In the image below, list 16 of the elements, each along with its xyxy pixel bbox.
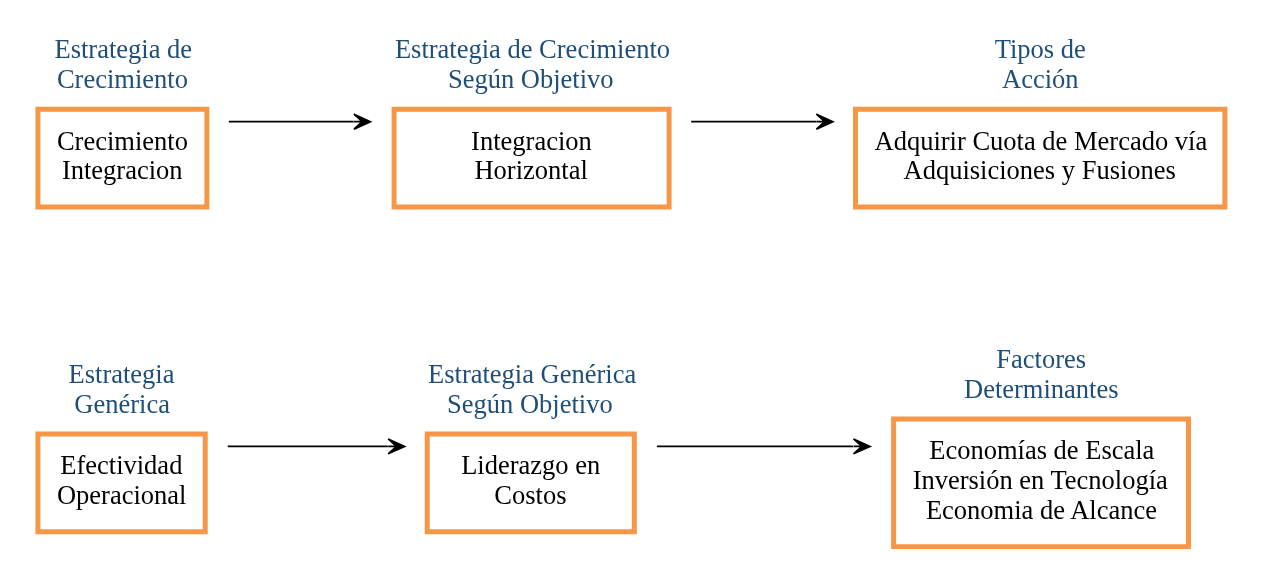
arrow (690, 113, 834, 130)
arrow (227, 113, 372, 130)
node-label: Factores Determinantes (964, 344, 1119, 405)
node-label: Estrategia de Crecimiento Según Objetivo (394, 34, 671, 95)
node-box: Liderazgo en Costos (424, 431, 637, 535)
node-box: Economías de Escala Inversión en Tecnología Economia de Alcance (891, 416, 1191, 550)
node-box: Adquirir Cuota de Mercado vía Adquisiciones y Fusiones (853, 106, 1228, 210)
node-label: Tipos de Acción (994, 34, 1086, 95)
node-label: Estrategia de Crecimiento (54, 34, 193, 95)
node-box: Integracion Horizontal (391, 106, 672, 210)
node-box: Efectividad Operacional (35, 431, 208, 535)
node-label: Estrategia Genérica Según Objetivo (428, 359, 637, 419)
arrow (226, 438, 406, 455)
node-box: Crecimiento Integracion (35, 106, 210, 210)
node-label: Estrategia Genérica (68, 359, 175, 419)
arrow (656, 438, 871, 455)
